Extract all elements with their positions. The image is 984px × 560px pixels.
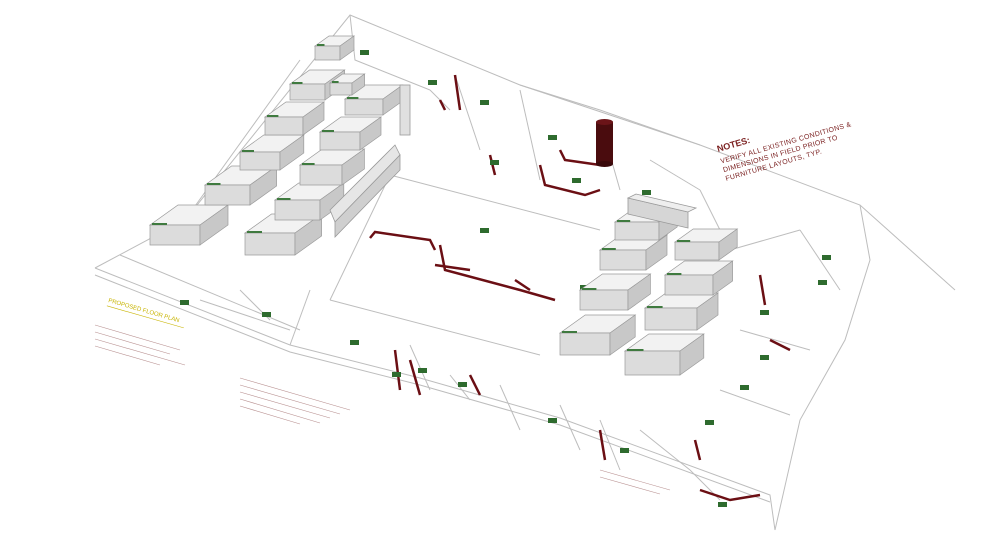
workstation-panel xyxy=(149,224,201,246)
workstation-panel xyxy=(599,249,647,271)
building-outline xyxy=(94,14,956,531)
privacy-screen xyxy=(562,331,577,333)
privacy-screen xyxy=(667,273,682,275)
privacy-screen xyxy=(582,288,597,290)
workstation-panel xyxy=(249,165,277,206)
privacy-screen xyxy=(617,220,631,222)
workstation-panel xyxy=(559,332,611,356)
workstation-panel xyxy=(624,350,681,376)
workstation-panel xyxy=(609,314,636,356)
workstation-panel xyxy=(199,204,229,246)
workstation-panel xyxy=(314,45,341,61)
workstation-panel xyxy=(579,289,629,311)
workstation-panel xyxy=(204,184,251,206)
plan-title: PROPOSED FLOOR PLAN xyxy=(107,298,179,324)
privacy-screen xyxy=(647,306,663,308)
workstation-panel xyxy=(319,131,361,151)
workstation-panel xyxy=(264,116,304,136)
storage-cabinets xyxy=(329,84,698,238)
workstation-panel xyxy=(274,199,321,221)
plan-title-block: PROPOSED FLOOR PLAN xyxy=(106,298,184,329)
privacy-screen xyxy=(332,81,339,83)
workstation-panel xyxy=(627,273,651,311)
workstation-panel xyxy=(339,35,355,61)
privacy-screen xyxy=(302,163,315,165)
workstation-panel xyxy=(344,98,384,116)
round-column-icon xyxy=(596,119,613,167)
notes-block: NOTES: VERIFY ALL EXISTING CONDITIONS & … xyxy=(716,121,852,182)
workstation-panel xyxy=(302,101,325,136)
privacy-screen xyxy=(347,97,359,99)
workstation-panel xyxy=(645,234,668,271)
privacy-screen xyxy=(677,240,691,242)
privacy-screen xyxy=(322,130,334,132)
workstation-panel xyxy=(329,82,353,96)
privacy-screen xyxy=(627,349,644,351)
privacy-screen xyxy=(152,223,167,225)
workstation-panel xyxy=(279,134,305,171)
workstation-panel xyxy=(244,232,296,256)
workstation-panel xyxy=(712,260,733,296)
workstation-panel xyxy=(664,274,714,296)
workstation-panel xyxy=(718,228,738,261)
privacy-screen xyxy=(247,231,262,233)
workstation-panel xyxy=(614,221,660,241)
privacy-screen xyxy=(292,82,303,84)
privacy-screen xyxy=(277,198,291,200)
privacy-screen xyxy=(207,183,221,185)
cubicle-cluster-right xyxy=(558,208,739,376)
workstation-panel xyxy=(359,116,382,151)
privacy-screen xyxy=(317,44,325,46)
workstation-panel xyxy=(674,241,720,261)
workstation-panel xyxy=(341,148,365,186)
workstation-panel xyxy=(351,73,365,96)
privacy-screen xyxy=(602,248,616,250)
privacy-screen xyxy=(267,115,279,117)
privacy-screen xyxy=(242,150,254,152)
workstation-panel xyxy=(299,164,343,186)
workstation-panel xyxy=(679,333,705,376)
workstation-panel xyxy=(696,292,719,331)
cubicle-cluster-left xyxy=(148,35,404,256)
workstation-panel xyxy=(289,83,326,101)
legend-text-lines xyxy=(94,324,671,495)
partition-walls xyxy=(369,74,791,502)
workstation-panel xyxy=(644,307,698,331)
workstation-panel xyxy=(239,151,281,171)
